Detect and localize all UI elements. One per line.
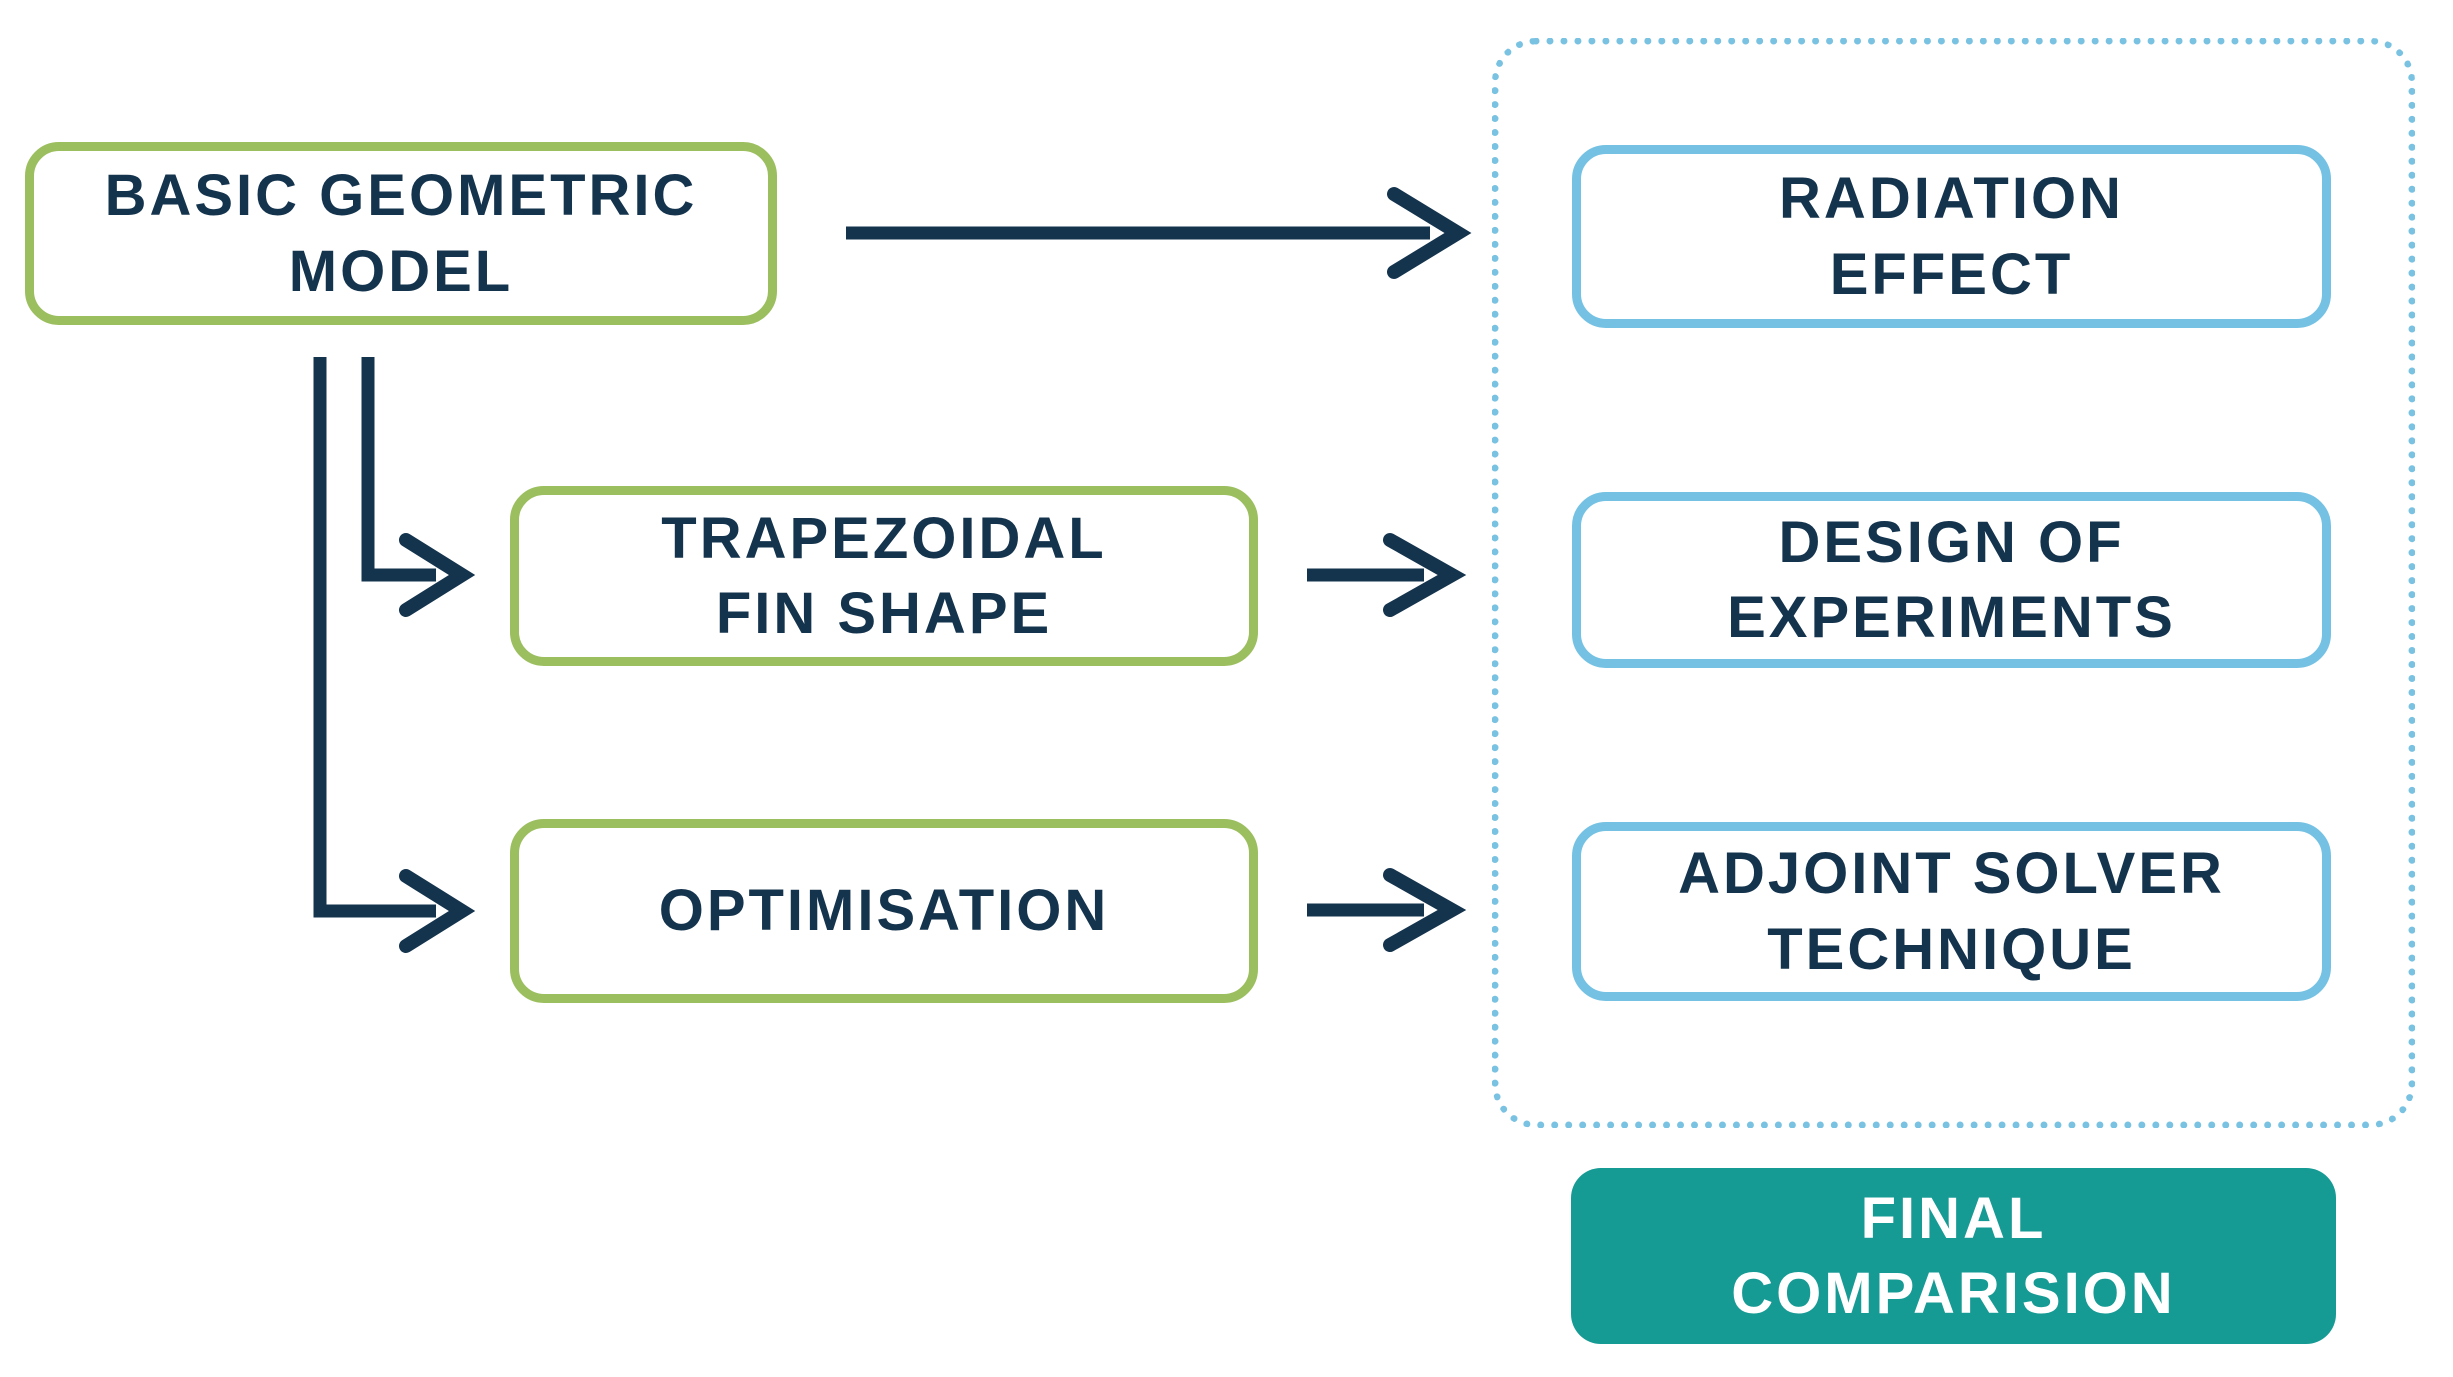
node-label-line: EXPERIMENTS <box>1727 585 2176 650</box>
node-radiation-effect: RADIATION EFFECT <box>1572 145 2331 328</box>
node-final-comparision: FINAL COMPARISION <box>1571 1168 2336 1344</box>
node-label-line: BASIC GEOMETRIC <box>104 163 698 229</box>
node-optimisation: OPTIMISATION <box>510 819 1258 1003</box>
results-group-dotted-container <box>1492 38 2415 1128</box>
node-basic-geometric-model: BASIC GEOMETRIC MODEL <box>25 142 777 325</box>
node-label-line: RADIATION <box>1779 166 2124 232</box>
node-label-line: TRAPEZOIDAL <box>661 505 1107 571</box>
arrow-basic-to-trapezoidal <box>361 357 476 617</box>
arrow-basic-to-optimisation <box>313 357 476 953</box>
node-label-line: COMPARISION <box>1731 1261 2176 1326</box>
node-design-of-experiments: DESIGN OF EXPERIMENTS <box>1572 492 2331 668</box>
node-label-line: DESIGN OF <box>1778 509 2125 575</box>
node-label-line: OPTIMISATION <box>658 878 1110 944</box>
node-adjoint-solver-technique: ADJOINT SOLVER TECHNIQUE <box>1572 822 2331 1001</box>
node-label-line: EFFECT <box>1829 241 2074 307</box>
node-label-line: ADJOINT SOLVER <box>1678 841 2225 907</box>
arrow-optimisation-to-adjoint <box>1307 868 1467 952</box>
node-label-line: MODEL <box>288 238 514 304</box>
arrow-basic-to-radiation <box>846 187 1472 279</box>
node-trapezoidal-fin-shape: TRAPEZOIDAL FIN SHAPE <box>510 486 1258 666</box>
node-label-line: TECHNIQUE <box>1767 916 2136 982</box>
node-label-line: FIN SHAPE <box>715 581 1053 646</box>
node-label-line: FINAL <box>1860 1185 2047 1251</box>
arrow-trapezoidal-to-design <box>1307 533 1467 617</box>
